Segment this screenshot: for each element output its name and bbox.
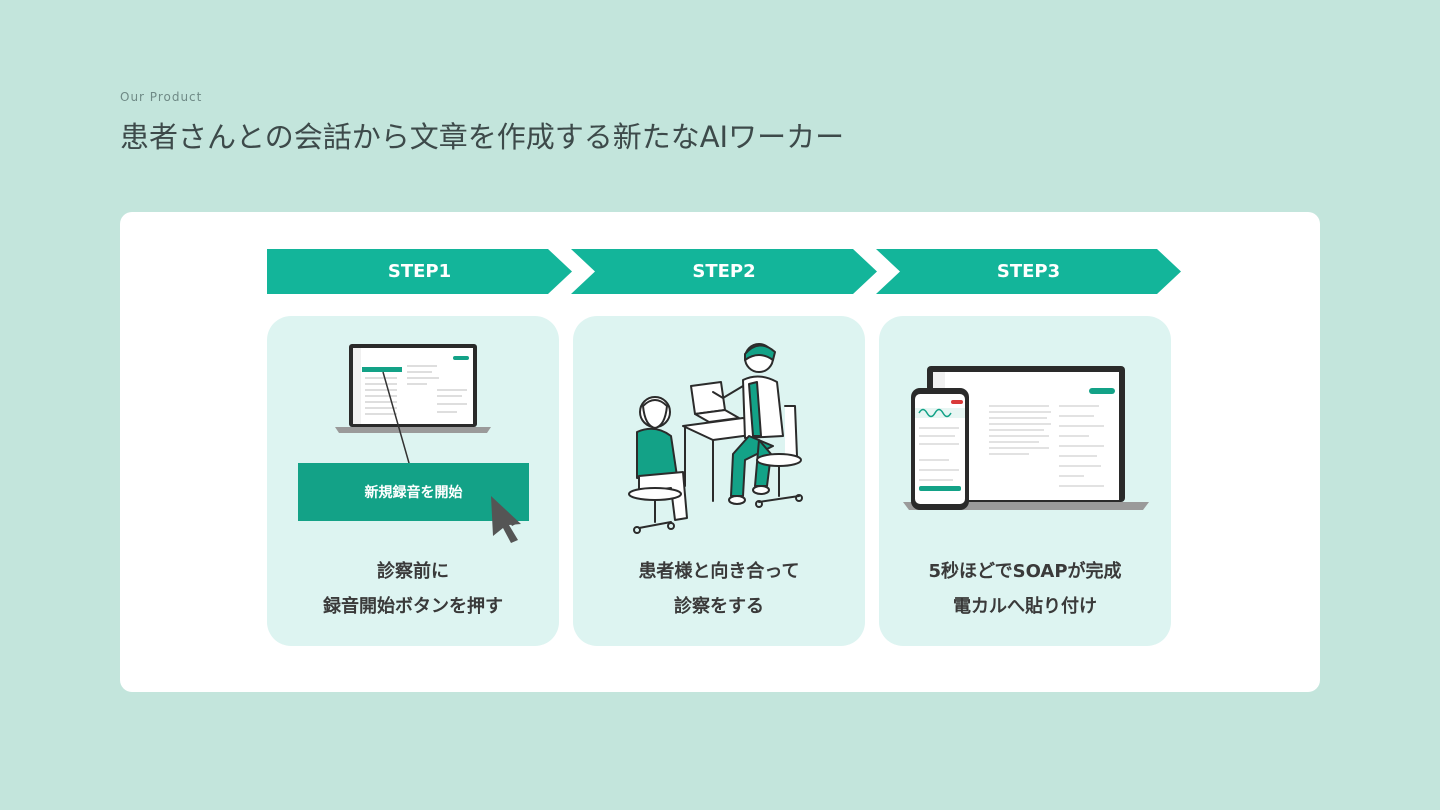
step3-card: 5秒ほどでSOAPが完成 電カルへ貼り付け [879, 316, 1171, 646]
step2-caption: 患者様と向き合って 診察をする [573, 554, 865, 624]
step2-label: STEP2 [692, 261, 756, 282]
step3-label: STEP3 [996, 261, 1061, 282]
cursor-icon [491, 496, 521, 543]
start-recording-button[interactable]: 新規録音を開始 [298, 463, 529, 521]
step1-label: STEP1 [387, 261, 452, 282]
step2-arrow: STEP2 [571, 249, 877, 294]
eyebrow-label: Our Product [120, 90, 203, 104]
step2-caption-line2: 診察をする [674, 596, 764, 617]
step3-caption-line2: 電カルへ貼り付け [953, 596, 1097, 617]
step2-caption-line1: 患者様と向き合って [638, 561, 800, 582]
step1-caption: 診察前に 録音開始ボタンを押す [267, 554, 559, 624]
step1-caption-line2: 録音開始ボタンを押す [323, 596, 503, 617]
doctor-patient-illustration [628, 343, 803, 534]
page-title: 患者さんとの会話から文章を作成する新たなAIワーカー [120, 120, 845, 154]
step3-caption-line1: 5秒ほどでSOAPが完成 [928, 561, 1122, 582]
step1-card: 新規録音を開始 診察前に 録音開始ボタンを押す [267, 316, 559, 646]
step2-card: 患者様と向き合って 診察をする [573, 316, 865, 646]
step1-arrow: STEP1 [267, 249, 572, 294]
step3-arrow: STEP3 [876, 249, 1181, 294]
step3-caption: 5秒ほどでSOAPが完成 電カルへ貼り付け [879, 554, 1171, 624]
step1-caption-line1: 診察前に [377, 561, 449, 582]
devices-illustration [903, 366, 1149, 510]
steps-panel: STEP1 STEP2 STEP3 [120, 212, 1320, 692]
